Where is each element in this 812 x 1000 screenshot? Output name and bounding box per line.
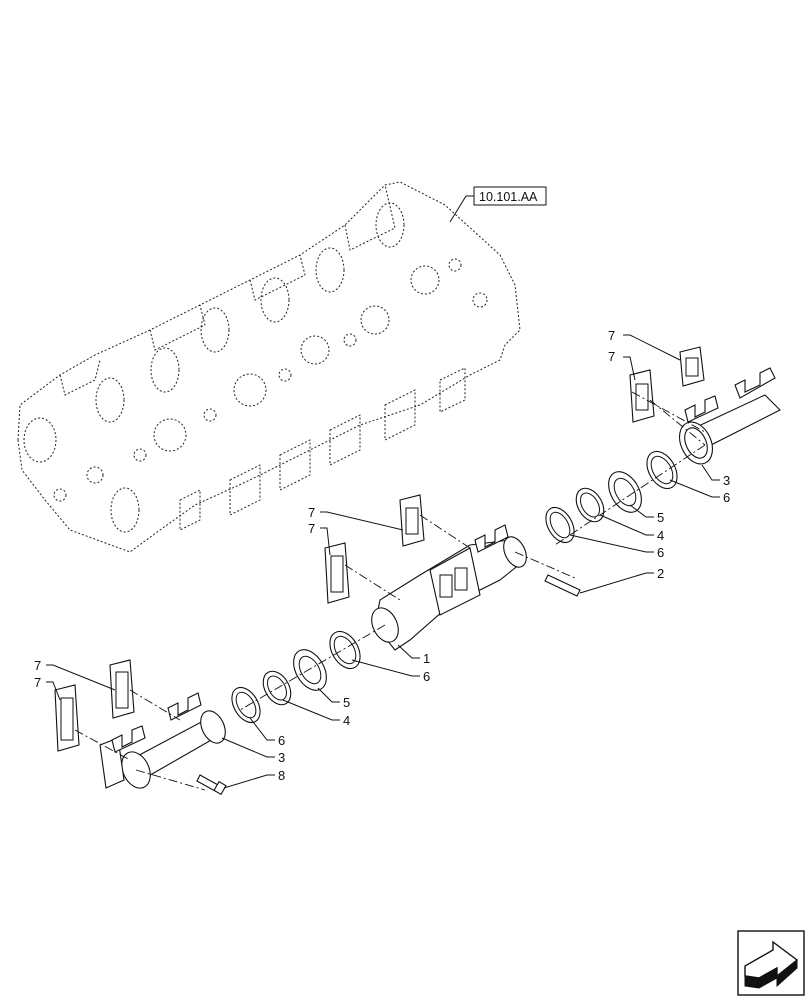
- reference-tag[interactable]: 10.101.AA: [473, 186, 547, 206]
- callout-gasket-upper-right-a: 7: [608, 328, 615, 343]
- callout-gasket-mid-b: 7: [308, 521, 315, 536]
- callout-ring-center: 4: [343, 713, 350, 728]
- exhaust-manifold-center: [371, 524, 527, 651]
- axis-stud: [514, 551, 576, 579]
- cylinder-head-ghost: [17, 181, 521, 553]
- callout-gasket-upper-right-b: 7: [608, 349, 615, 364]
- axis-upper-right-c: [554, 444, 706, 546]
- callout-tube-lower-left: 3: [278, 750, 285, 765]
- bolt: [196, 774, 227, 796]
- clamp-center: [329, 630, 361, 670]
- callout-bellows-center: 5: [343, 695, 350, 710]
- callout-clamp-upper-right: 6: [723, 490, 730, 505]
- callout-bolt: 8: [278, 768, 285, 783]
- gasket-mid-b: [324, 542, 350, 604]
- clamp-lower-left: [231, 686, 261, 724]
- axis-bolt: [135, 769, 206, 791]
- axis-upper-right: [631, 391, 706, 433]
- callout-clamp-center: 6: [423, 669, 430, 684]
- callout-manifold-center: 1: [423, 651, 430, 666]
- gasket-mid-a: [399, 494, 425, 547]
- callout-bellows-upper-right: 5: [657, 510, 664, 525]
- callout-tube-upper-right: 3: [723, 473, 730, 488]
- callouts: 7 7 3 6 5 4 6 2 7 7 1 6 5 4 7 7 6 3 8: [34, 328, 730, 783]
- axis-center: [239, 624, 386, 711]
- callout-gasket-mid-a: 7: [308, 505, 315, 520]
- exhaust-tube-upper-right: [678, 367, 781, 465]
- bellows-upper-right: [608, 471, 642, 513]
- stud: [544, 574, 581, 597]
- gasket-upper-right-a: [679, 346, 705, 387]
- callout-clamp-lower-left: 6: [278, 733, 285, 748]
- exhaust-tube-lower-left: [99, 692, 226, 789]
- gasket-lower-left-a: [109, 659, 135, 719]
- callout-gasket-lower-left-a: 7: [34, 658, 41, 673]
- ring-upper-right: [575, 487, 605, 523]
- axis-upper-right-b: [649, 399, 706, 446]
- callout-ring-upper-right: 4: [657, 528, 664, 543]
- reference-leader: [449, 195, 474, 223]
- leader-lines: [46, 334, 720, 789]
- reference-tag-label: 10.101.AA: [479, 190, 538, 204]
- axis-mid-a: [419, 514, 471, 549]
- callout-stud: 2: [657, 566, 664, 581]
- axis-lower-b: [74, 729, 131, 761]
- axis-lower-a: [129, 689, 181, 721]
- callout-gasket-lower-left-b: 7: [34, 675, 41, 690]
- clamp-upper-right: [646, 450, 678, 490]
- next-page-arrow-icon[interactable]: [737, 930, 805, 996]
- gasket-upper-right-b: [629, 369, 655, 423]
- gasket-lower-left-b: [54, 684, 80, 752]
- clamp-upper-mid: [545, 506, 575, 544]
- callout-clamp-upper-mid: 6: [657, 545, 664, 560]
- axis-mid-b: [344, 564, 401, 601]
- bellows-center: [293, 649, 327, 691]
